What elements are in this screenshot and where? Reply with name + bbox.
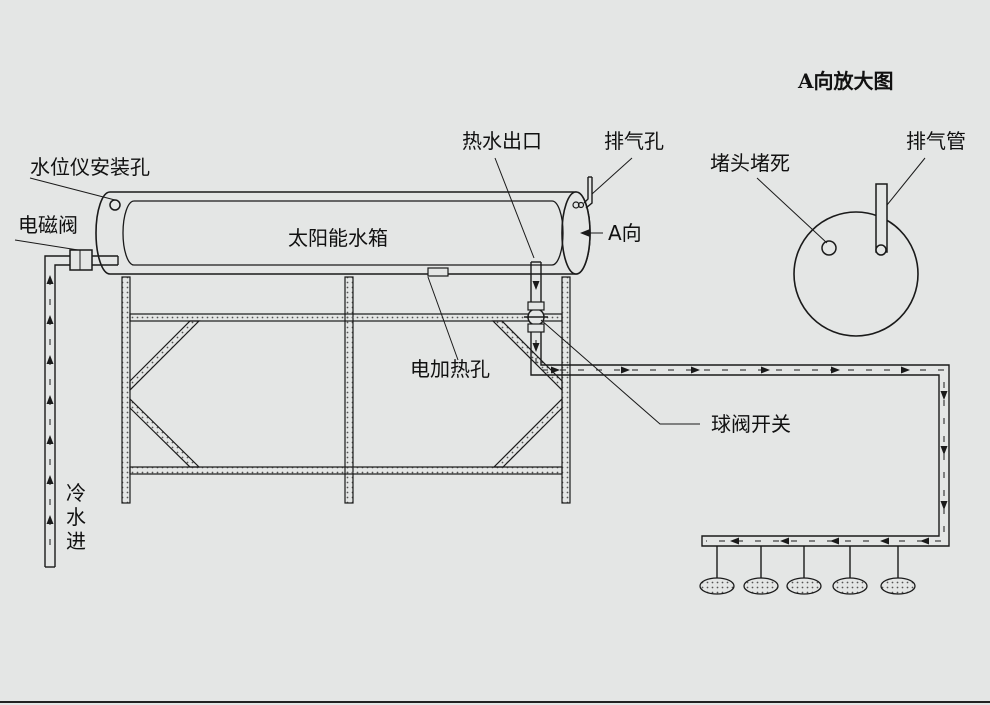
label-tank: 太阳能水箱 [288, 226, 388, 250]
tank-end-circle [793, 211, 919, 337]
label-ball-valve: 球阀开关 [711, 412, 791, 436]
label-vent-pipe: 排气管 [906, 129, 966, 153]
label-plug: 堵头堵死 [710, 151, 790, 175]
hot-water-pipe [524, 261, 950, 595]
shower-head-icon [786, 577, 822, 595]
labels: 水位仪安装孔 电磁阀 太阳能水箱 热水出口 排气孔 A向 电加热孔 球阀开关 冷… [18, 69, 966, 553]
label-water-level-hole: 水位仪安装孔 [30, 155, 150, 179]
label-hot-water-outlet: 热水出口 [462, 129, 542, 153]
shower-head-icon [880, 577, 916, 595]
label-cold-water-3: 进 [66, 529, 86, 553]
shower-head-icon [832, 577, 868, 595]
label-cold-water-1: 冷 [66, 481, 86, 505]
heater-hole-icon [427, 267, 449, 277]
label-a-view-title: A向放大图 [797, 69, 894, 93]
support-frame [121, 276, 571, 504]
shower-heads [699, 546, 916, 595]
label-solenoid-valve: 电磁阀 [18, 213, 78, 237]
vent-pipe-icon [875, 183, 888, 253]
cold-water-pipe [44, 249, 119, 568]
shower-head-icon [743, 577, 779, 595]
water-tank [95, 176, 593, 277]
label-vent-hole: 排气孔 [604, 129, 664, 153]
label-electric-heat-hole: 电加热孔 [410, 357, 490, 381]
solenoid-valve-icon [69, 249, 93, 271]
a-view-detail [793, 183, 919, 337]
shower-head-icon [699, 577, 735, 595]
plug-icon [821, 240, 837, 256]
label-a-direction: A向 [608, 221, 642, 245]
water-level-hole-icon [109, 199, 121, 211]
label-cold-water-2: 水 [66, 505, 86, 529]
leader-lines [14, 157, 926, 425]
